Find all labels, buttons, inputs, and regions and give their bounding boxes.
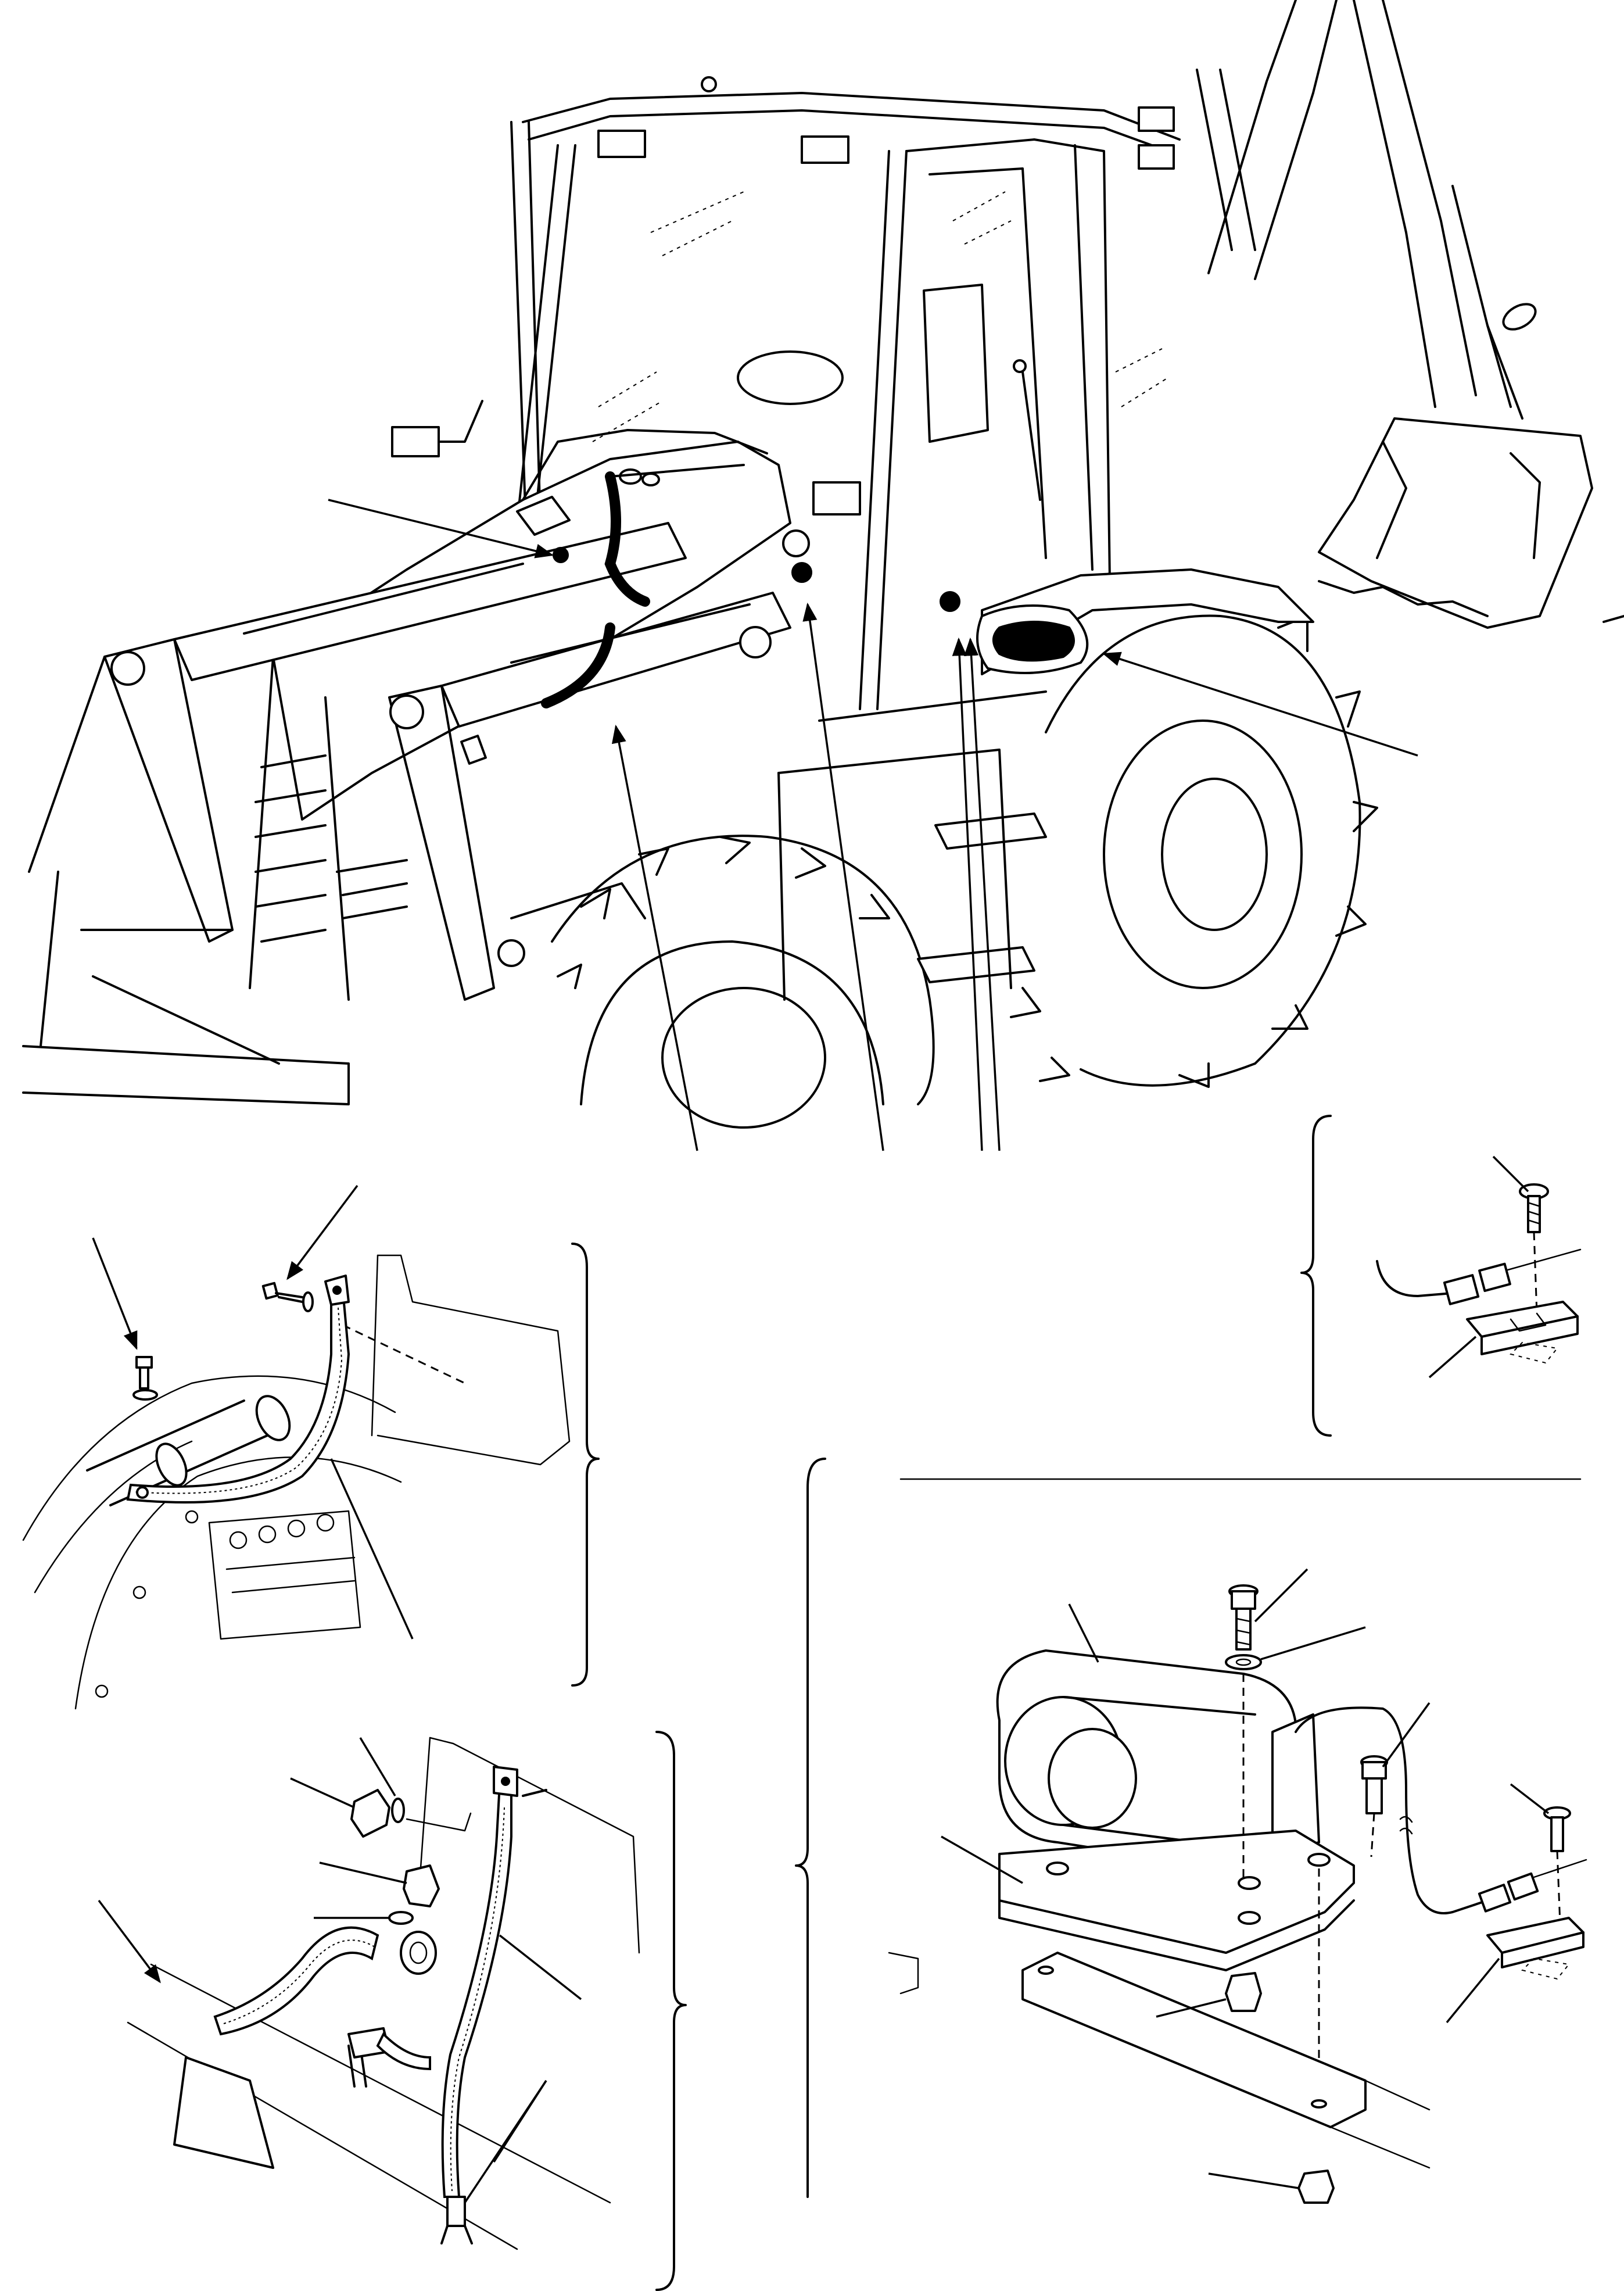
leader-earth-strap-frame: [499, 1934, 582, 2000]
grommet: [400, 1931, 437, 1975]
leader-nut-frame: [1208, 2172, 1299, 2189]
leader-bolt-horn-side: [1382, 1702, 1431, 1768]
horn-location-marker: [976, 604, 1089, 674]
leader-earth-strap-engine: [330, 1458, 414, 1640]
brace-connector-detail: [1300, 1115, 1332, 1437]
mounting-plate: [998, 1830, 1355, 1954]
brace-engine-detail: [571, 1243, 600, 1687]
callout-arrow-bolt-upper: [286, 1184, 359, 1280]
nut-horn-lower: [1225, 1972, 1262, 2012]
bolt-engine-upper: [261, 1281, 314, 1312]
earth-strap-frame: [441, 1783, 512, 2198]
callout-arrow-floor-dot-a: [952, 637, 983, 1151]
backhoe-loader-overview: [22, 0, 1624, 1151]
callout-arrow-strap-lower: [611, 724, 698, 1151]
leader-screw-horn-connector: [1510, 1783, 1550, 1814]
callout-arrow-frame: [98, 1899, 161, 1984]
hose-corrugated: [213, 1926, 379, 2036]
callout-arrow-horn: [1102, 651, 1418, 757]
location-dot-cab: [791, 562, 812, 583]
brace-horn-detail: [795, 1458, 826, 2198]
engine-earth-strap-detail: [22, 1184, 600, 1710]
leader-mounting-plate: [941, 1835, 1023, 1884]
earth-strap-engine: [126, 1289, 350, 1504]
screw-horn-connector: [1543, 1806, 1571, 1852]
nut-upper: [350, 1789, 405, 1838]
horn-mounting-detail: [795, 1458, 1587, 2204]
leader-horn: [1068, 1603, 1099, 1663]
nut-frame: [1297, 2170, 1335, 2204]
screw-connector: [1519, 1183, 1549, 1233]
brace-frame-detail: [655, 1731, 687, 2291]
leader-nut-middle: [319, 1862, 407, 1884]
location-dot-floor: [940, 591, 960, 612]
callout-arrow-cab-dot: [802, 602, 884, 1151]
earth-strap-highlight-lower: [541, 622, 615, 708]
hood-latch: [516, 496, 571, 536]
loader-arms: [22, 522, 810, 1105]
leader-washer-horn-top: [1260, 1626, 1366, 1660]
frame-rail: [1021, 1952, 1367, 2128]
bolt-engine-left: [132, 1356, 158, 1401]
steps: [777, 690, 1047, 1001]
plug-connector: [1443, 1248, 1582, 1305]
connector-bracket-horn: [1486, 1917, 1584, 1954]
callout-arrow-bolt-left: [92, 1237, 138, 1350]
plug-horn: [1478, 1859, 1587, 1913]
earth-strap-highlight-upper: [604, 471, 650, 607]
horn: [996, 1649, 1297, 1873]
nut-middle: [388, 1864, 440, 1925]
leader-nut-horn-lower: [1156, 1998, 1227, 2018]
backhoe-arm: [1196, 0, 1624, 629]
front-wheel: [551, 835, 935, 1129]
connector-bracket: [1466, 1301, 1579, 1338]
leader-cable-b: [464, 2080, 547, 2203]
leader-screw-connector: [1492, 1155, 1529, 1193]
cab: [391, 76, 1181, 710]
leader-nut-upper: [290, 1777, 355, 1809]
callout-arrow-floor-dot-b: [964, 637, 1001, 1151]
horn-connector-detail: [1300, 1115, 1582, 1437]
callout-arrow-hood: [328, 499, 554, 559]
leader-washer-upper: [359, 1737, 396, 1796]
bolt-horn-side: [1360, 1755, 1388, 1814]
washer-horn-top: [1225, 1654, 1262, 1670]
leader-connector-bracket-horn: [1446, 1957, 1500, 2024]
frame-earth-strap-detail: [98, 1731, 687, 2291]
bolt-horn-top: [1228, 1584, 1259, 1651]
leader-connector-bracket: [1428, 1336, 1477, 1379]
leader-bolt-horn-top: [1254, 1568, 1308, 1623]
